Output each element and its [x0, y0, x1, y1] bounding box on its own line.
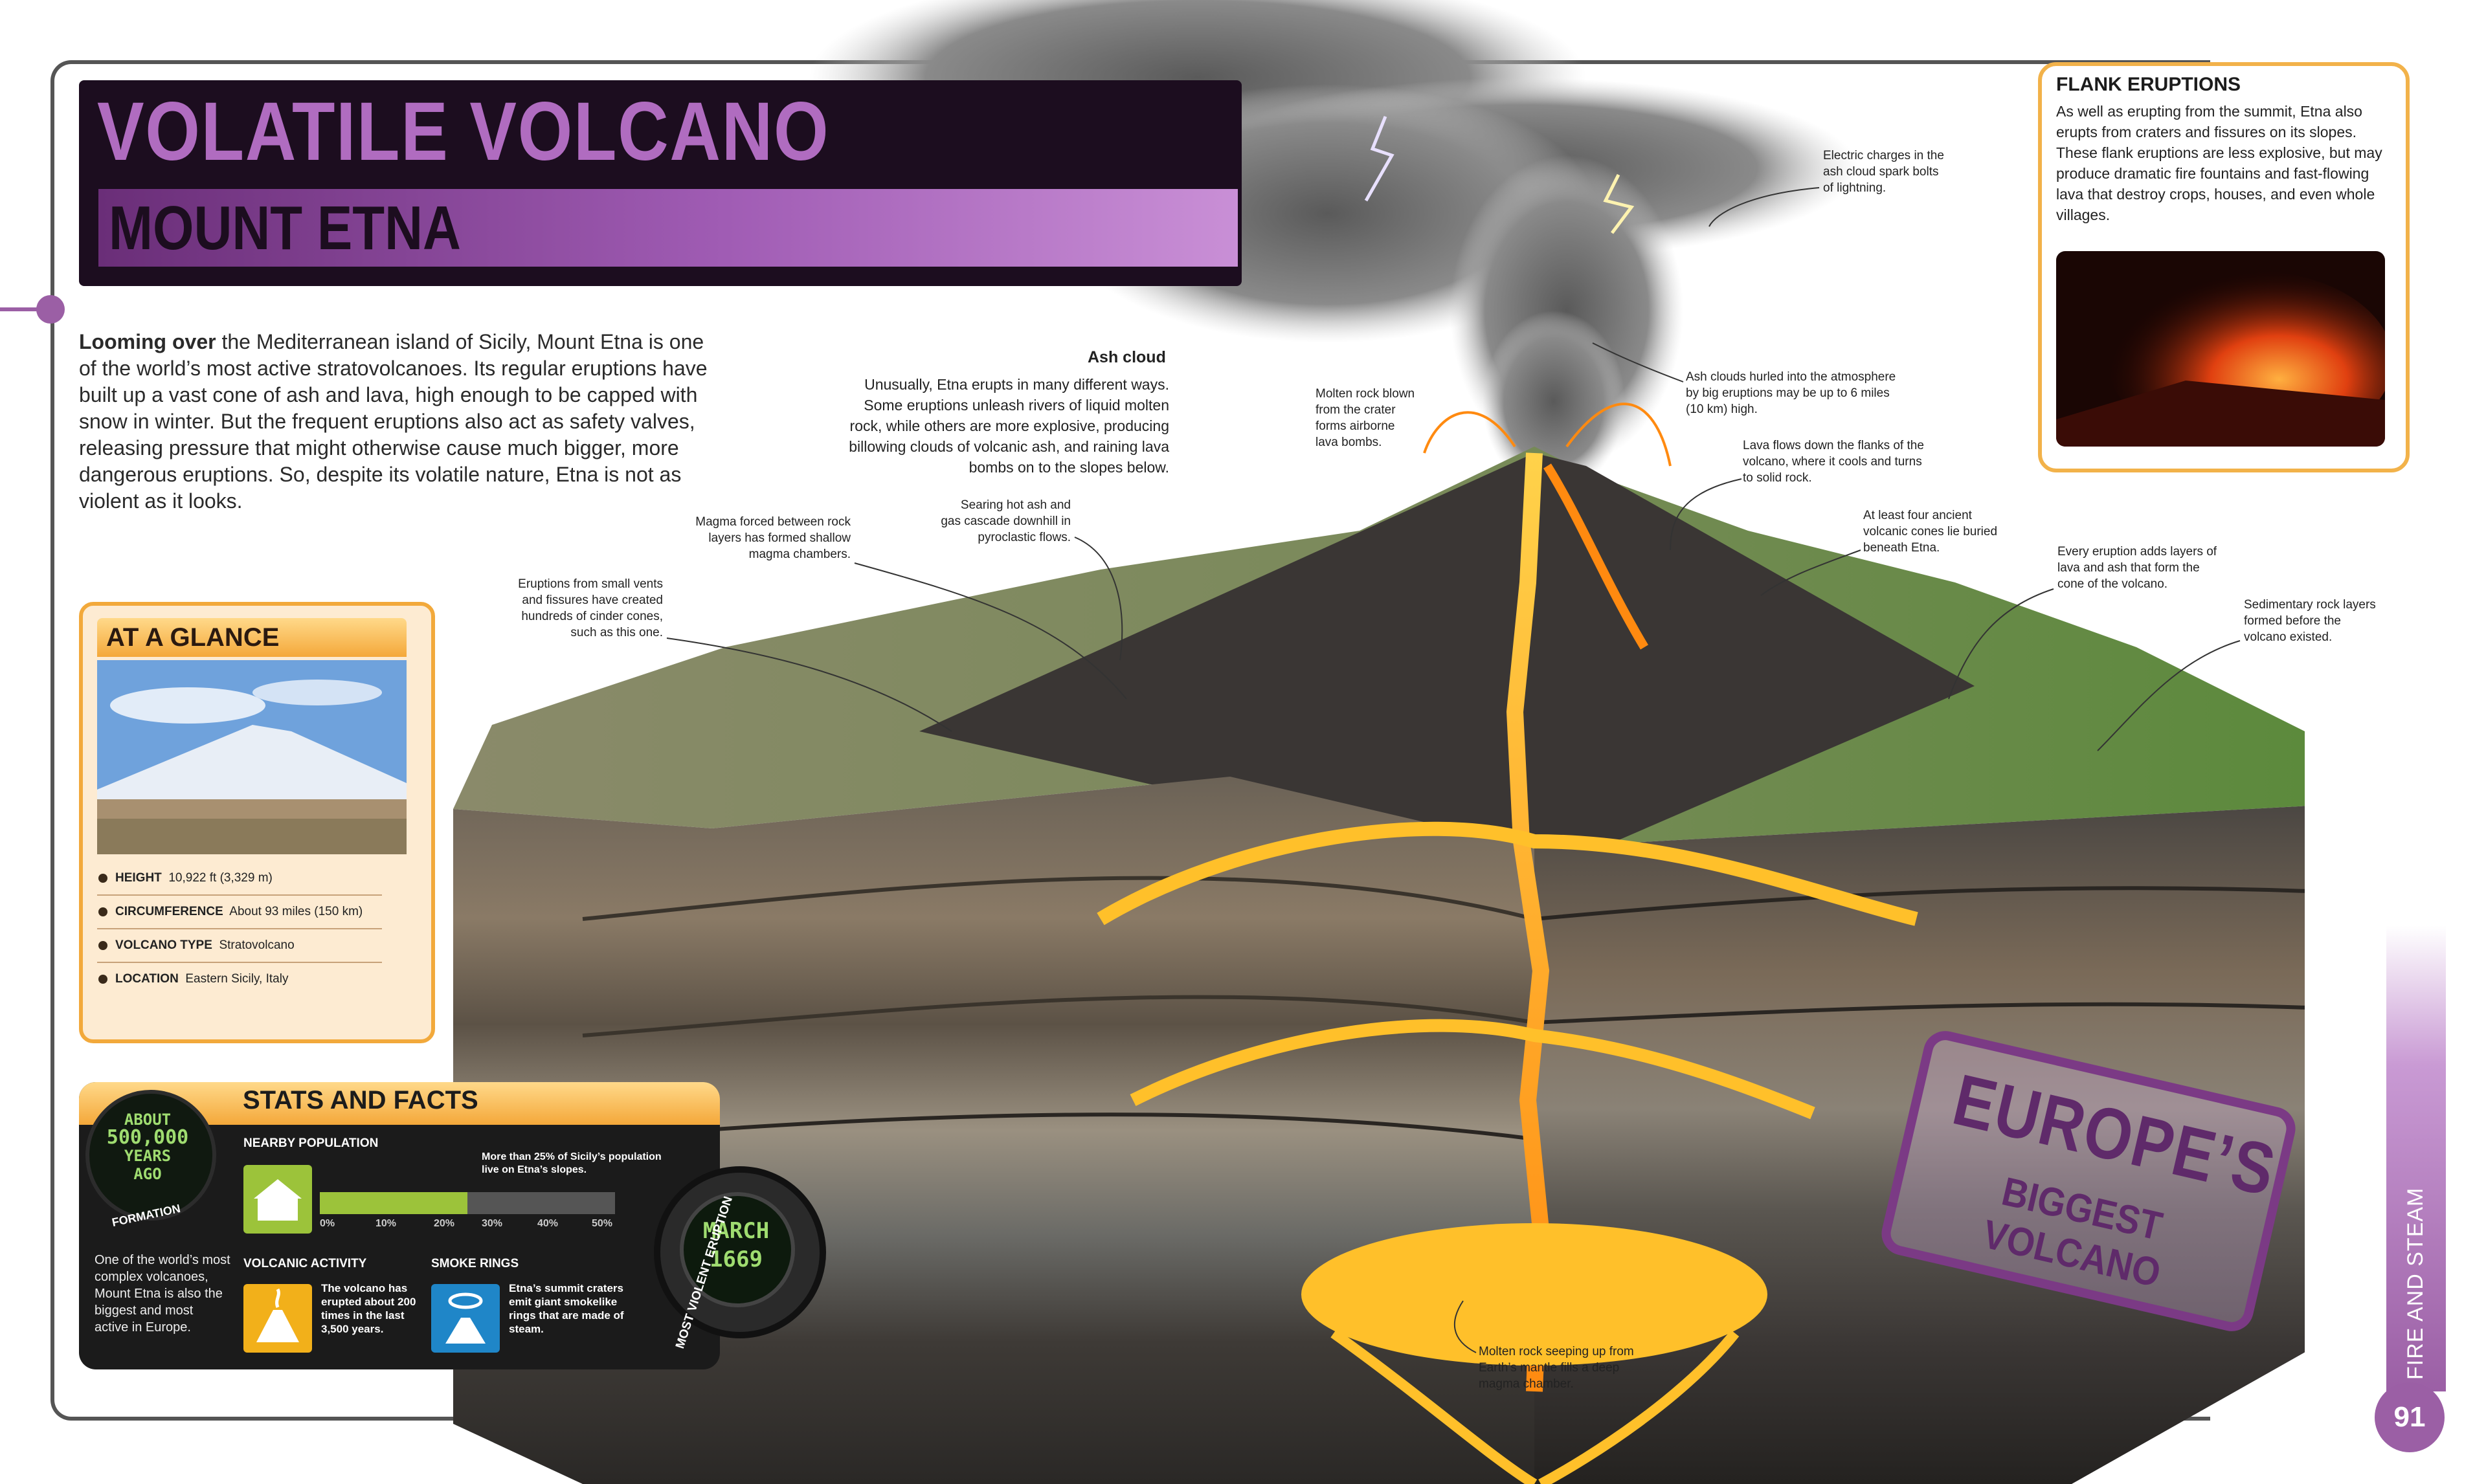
section-label: FIRE AND STEAM	[2403, 1187, 2428, 1380]
eruption-year: 1669	[710, 1246, 763, 1272]
smoke-ring-icon	[431, 1284, 500, 1353]
glance-value: 10,922 ft (3,329 m)	[168, 871, 273, 885]
bullet-dot	[98, 907, 107, 916]
sedimentary-annotation: Sedimentary rock layers formed before th…	[2244, 598, 2376, 644]
rule-line	[0, 307, 52, 311]
glance-key: VOLCANO TYPE	[115, 938, 212, 952]
badge-line: YEARS	[124, 1147, 172, 1165]
at-a-glance-header: AT A GLANCE	[97, 618, 407, 657]
etna-photo-image	[97, 660, 407, 854]
glance-row: CIRCUMFERENCE About 93 miles (150 km)	[97, 896, 382, 929]
fire-fountain-photo	[2056, 251, 2385, 447]
nearby-population-label: NEARBY POPULATION	[243, 1136, 379, 1150]
section-tab	[2386, 925, 2446, 1391]
axis-tick: 20%	[434, 1218, 455, 1229]
ash-cloud-text: Unusually, Etna erupts in many different…	[849, 376, 1169, 476]
page-title: VOLATILE VOLCANO	[97, 85, 830, 178]
axis-tick: 30%	[482, 1218, 503, 1229]
page-subtitle: MOUNT ETNA	[109, 194, 461, 263]
flank-eruptions-text: As well as erupting from the summit, Etn…	[2056, 103, 2382, 223]
layers-annotation: Every eruption adds layers of lava and a…	[2057, 545, 2217, 591]
mantle-annotation: Molten rock seeping up from Earth’s mant…	[1479, 1345, 1634, 1391]
axis-tick: 10%	[375, 1218, 397, 1229]
axis-tick: 0%	[320, 1218, 335, 1229]
ash-height-annotation: Ash clouds hurled into the atmosphere by…	[1686, 370, 1896, 416]
population-bar-fill	[320, 1192, 467, 1214]
at-a-glance-title: AT A GLANCE	[106, 623, 280, 652]
at-a-glance-list: HEIGHT 10,922 ft (3,329 m) CIRCUMFERENCE…	[97, 862, 382, 995]
smoke-rings-label: SMOKE RINGS	[431, 1257, 519, 1270]
bullet-dot	[98, 975, 107, 984]
cinder-cones-annotation: Eruptions from small vents and fissures …	[518, 577, 663, 639]
glance-row: HEIGHT 10,922 ft (3,329 m)	[97, 862, 382, 896]
glance-value: Eastern Sicily, Italy	[185, 972, 289, 986]
page-number: 91	[2375, 1382, 2445, 1452]
etna-photo	[97, 660, 407, 854]
axis-tick: 40%	[537, 1218, 559, 1229]
village-icon	[243, 1165, 312, 1234]
population-note: More than 25% of Sicily’s population liv…	[482, 1151, 662, 1175]
lava-bombs-annotation: Molten rock blown from the crater forms …	[1316, 387, 1415, 449]
eruption-date: MARCH 1669	[681, 1217, 791, 1274]
badge-line: 500,000	[106, 1126, 189, 1149]
glance-key: HEIGHT	[115, 871, 162, 885]
volcanic-activity-text: The volcano has erupted about 200 times …	[321, 1282, 416, 1335]
ancient-cones-annotation: At least four ancient volcanic cones lie…	[1863, 509, 1998, 555]
glance-value: Stratovolcano	[219, 938, 295, 952]
magma-forced-annotation: Magma forced between rock layers has for…	[695, 515, 851, 561]
volcano-icon	[243, 1284, 312, 1353]
smoke-rings-text: Etna’s summit craters emit giant smokeli…	[509, 1282, 624, 1335]
lightning-annotation: Electric charges in the ash cloud spark …	[1823, 149, 1944, 195]
ash-cloud-heading: Ash cloud	[1088, 348, 1166, 366]
bullet-dot	[98, 941, 107, 950]
lava-flows-annotation: Lava flows down the flanks of the volcan…	[1743, 439, 1924, 485]
glance-value: About 93 miles (150 km)	[229, 905, 363, 918]
subtitle-band	[98, 189, 1238, 267]
stats-side-text: One of the world’s most complex volcanoe…	[95, 1253, 230, 1334]
intro-paragraph: Looming over the Mediterranean island of…	[79, 329, 726, 515]
eruption-month: MARCH	[702, 1218, 770, 1244]
formation-badge	[85, 1090, 216, 1221]
intro-text: the Mediterranean island of Sicily, Moun…	[79, 330, 708, 513]
glance-row: LOCATION Eastern Sicily, Italy	[97, 963, 382, 995]
glance-key: CIRCUMFERENCE	[115, 905, 223, 918]
bullet-dot	[98, 874, 107, 883]
glance-key: LOCATION	[115, 972, 179, 986]
flank-eruptions-title: FLANK ERUPTIONS	[2056, 74, 2241, 95]
rule-dot	[36, 295, 65, 324]
volcanic-activity-label: VOLCANIC ACTIVITY	[243, 1257, 367, 1270]
badge-line: ABOUT	[124, 1111, 172, 1129]
eruption-display	[680, 1192, 795, 1307]
pyroclastic-annotation: Searing hot ash and gas cascade downhill…	[941, 498, 1071, 544]
fire-fountain-image	[2056, 251, 2385, 447]
axis-tick: 50%	[592, 1218, 613, 1229]
stats-title: STATS AND FACTS	[243, 1086, 478, 1114]
glance-row: VOLCANO TYPE Stratovolcano	[97, 929, 382, 963]
intro-lead: Looming over	[79, 330, 216, 353]
badge-line: AGO	[133, 1165, 162, 1183]
formation-badge-text: ABOUT 500,000 YEARS AGO	[91, 1111, 205, 1183]
